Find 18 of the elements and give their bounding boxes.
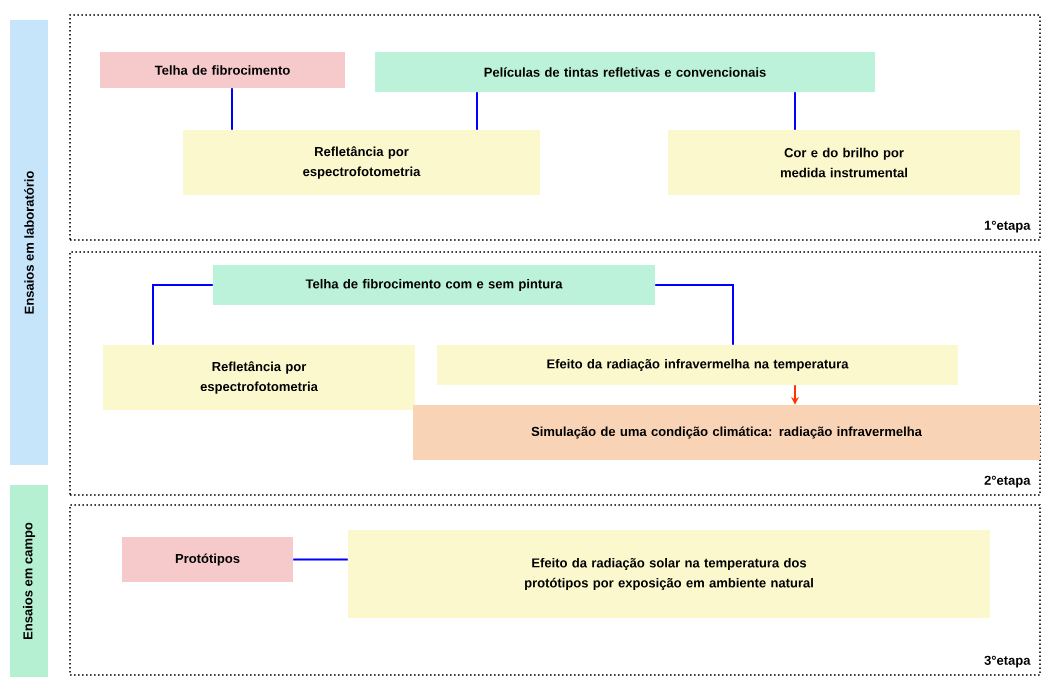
- process-box: Telha de fibrocimento com e sem pintura: [213, 265, 655, 305]
- connector-line: [231, 87, 233, 131]
- process-box: Refletância por espectrofotometria: [183, 130, 540, 195]
- connector-line: [654, 284, 734, 346]
- process-box: Efeito da radiação solar na temperatura dos protótipos por exposição em ambiente natural: [348, 530, 990, 618]
- process-box: Simulação de uma condição climática: radiação infravermelha: [413, 405, 1040, 460]
- side-band: Ensaios em campo: [10, 485, 48, 677]
- connector-line: [476, 91, 478, 131]
- process-box: Efeito da radiação infravermelha na temperatura: [437, 345, 958, 385]
- process-box: Cor e do brilho por medida instrumental: [668, 130, 1020, 195]
- connector-line: [794, 91, 796, 131]
- process-box: Protótipos: [122, 537, 293, 582]
- process-box: Telha de fibrocimento: [100, 52, 345, 88]
- side-band: Ensaios em laboratório: [10, 20, 48, 465]
- process-box: Películas de tintas refletivas e convencionais: [375, 52, 875, 92]
- connector-line: [292, 558, 349, 561]
- connector-line: [152, 284, 214, 346]
- process-box: Refletância por espectrofotometria: [103, 345, 415, 410]
